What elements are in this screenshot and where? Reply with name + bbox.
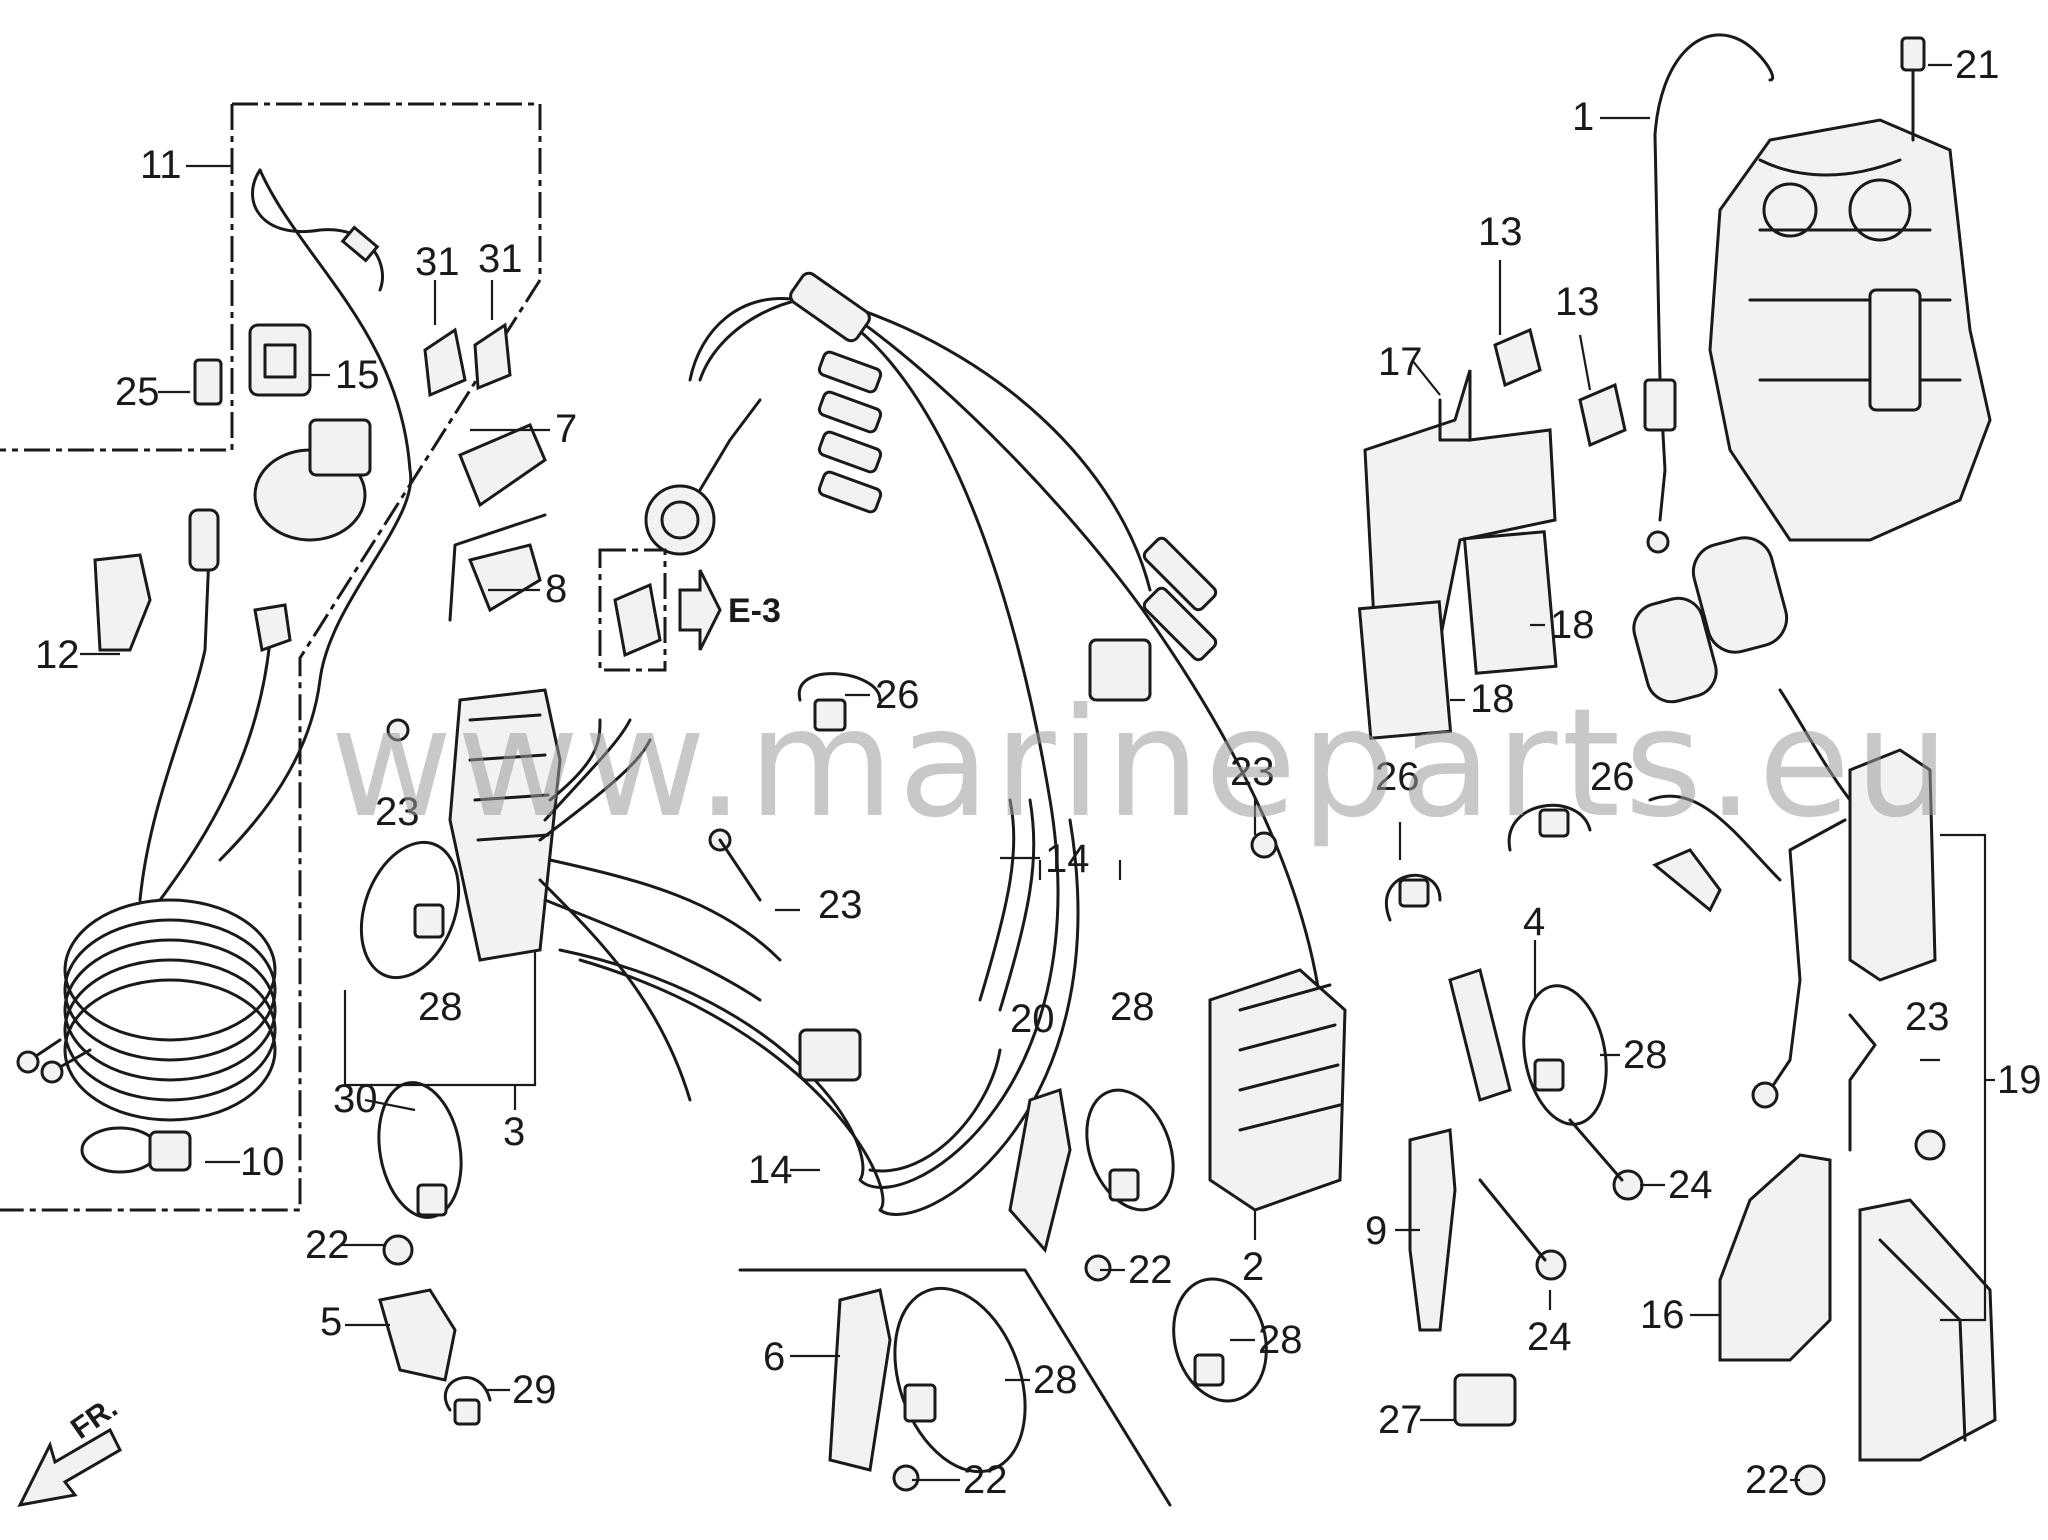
watermark: www.marineparts.eu bbox=[330, 677, 1954, 851]
callout-28b: 28 bbox=[1110, 985, 1155, 1029]
callout-14a: 14 bbox=[1045, 837, 1090, 881]
front-arrow-icon bbox=[17, 1427, 122, 1508]
callout-4: 4 bbox=[1523, 900, 1545, 944]
callout-27: 27 bbox=[1378, 1398, 1423, 1442]
callout-25: 25 bbox=[115, 370, 160, 414]
right-upper-parts bbox=[1357, 33, 1992, 740]
callout-23d: 23 bbox=[1905, 995, 1950, 1039]
callout-15: 15 bbox=[335, 353, 380, 397]
callout-12: 12 bbox=[35, 633, 80, 677]
callout-31a: 31 bbox=[415, 240, 460, 284]
left-small-parts bbox=[80, 322, 547, 1174]
callout-8: 8 bbox=[545, 567, 567, 611]
callout-7: 7 bbox=[555, 407, 577, 451]
callout-9: 9 bbox=[1365, 1209, 1387, 1253]
callout-19: 19 bbox=[1997, 1058, 2042, 1102]
callout-28c: 28 bbox=[1623, 1033, 1668, 1077]
callout-18a: 18 bbox=[1550, 603, 1595, 647]
battery-cable-coil bbox=[16, 508, 277, 1122]
callout-13a: 13 bbox=[1478, 210, 1523, 254]
callout-30: 30 bbox=[333, 1077, 378, 1121]
rectifier-and-brackets bbox=[1208, 803, 1644, 1427]
callout-24b: 24 bbox=[1527, 1315, 1572, 1359]
callout-31b: 31 bbox=[478, 237, 523, 281]
callout-23c: 23 bbox=[1230, 750, 1275, 794]
callout-22a: 22 bbox=[305, 1223, 350, 1267]
callout-5: 5 bbox=[320, 1300, 342, 1344]
front-direction-indicator: FR. bbox=[17, 1391, 124, 1508]
callout-6: 6 bbox=[763, 1335, 785, 1379]
callout-13b: 13 bbox=[1555, 280, 1600, 324]
callout-29: 29 bbox=[512, 1368, 557, 1412]
callout-3: 3 bbox=[503, 1110, 525, 1154]
callout-28d: 28 bbox=[1258, 1318, 1303, 1362]
callout-26b: 26 bbox=[1375, 755, 1420, 799]
callout-labels: 1 2 3 4 5 6 7 8 9 10 11 12 13 13 14 14 1… bbox=[35, 43, 2042, 1502]
callout-11: 11 bbox=[140, 143, 182, 187]
callout-14b: 14 bbox=[748, 1148, 793, 1192]
callout-20: 20 bbox=[1010, 997, 1055, 1041]
e3-reference-label: E-3 bbox=[728, 592, 781, 630]
callout-26a: 26 bbox=[875, 673, 920, 717]
left-assembly-boundary bbox=[0, 102, 542, 1212]
callout-22b: 22 bbox=[1128, 1248, 1173, 1292]
leader-lines bbox=[80, 63, 1995, 1482]
right-lower-parts bbox=[1648, 688, 1997, 1496]
engine-wire-11 bbox=[218, 168, 413, 862]
callout-10: 10 bbox=[240, 1140, 285, 1184]
callout-16: 16 bbox=[1640, 1293, 1685, 1337]
callout-23b: 23 bbox=[818, 883, 863, 927]
callout-22d: 22 bbox=[1745, 1458, 1790, 1502]
callout-23a: 23 bbox=[375, 790, 420, 834]
callout-28a: 28 bbox=[418, 985, 463, 1029]
callout-18b: 18 bbox=[1470, 677, 1515, 721]
callout-21: 21 bbox=[1955, 43, 2000, 87]
callout-28e: 28 bbox=[1033, 1358, 1078, 1402]
callout-26c: 26 bbox=[1590, 755, 1635, 799]
callout-2: 2 bbox=[1242, 1245, 1264, 1289]
e3-reference-part bbox=[598, 548, 722, 672]
callout-17: 17 bbox=[1378, 340, 1423, 384]
callout-1: 1 bbox=[1572, 95, 1594, 139]
callout-22c: 22 bbox=[963, 1458, 1008, 1502]
main-harness bbox=[448, 271, 1322, 1216]
middle-clamps-and-brackets bbox=[359, 840, 1268, 1507]
callout-24a: 24 bbox=[1668, 1163, 1713, 1207]
